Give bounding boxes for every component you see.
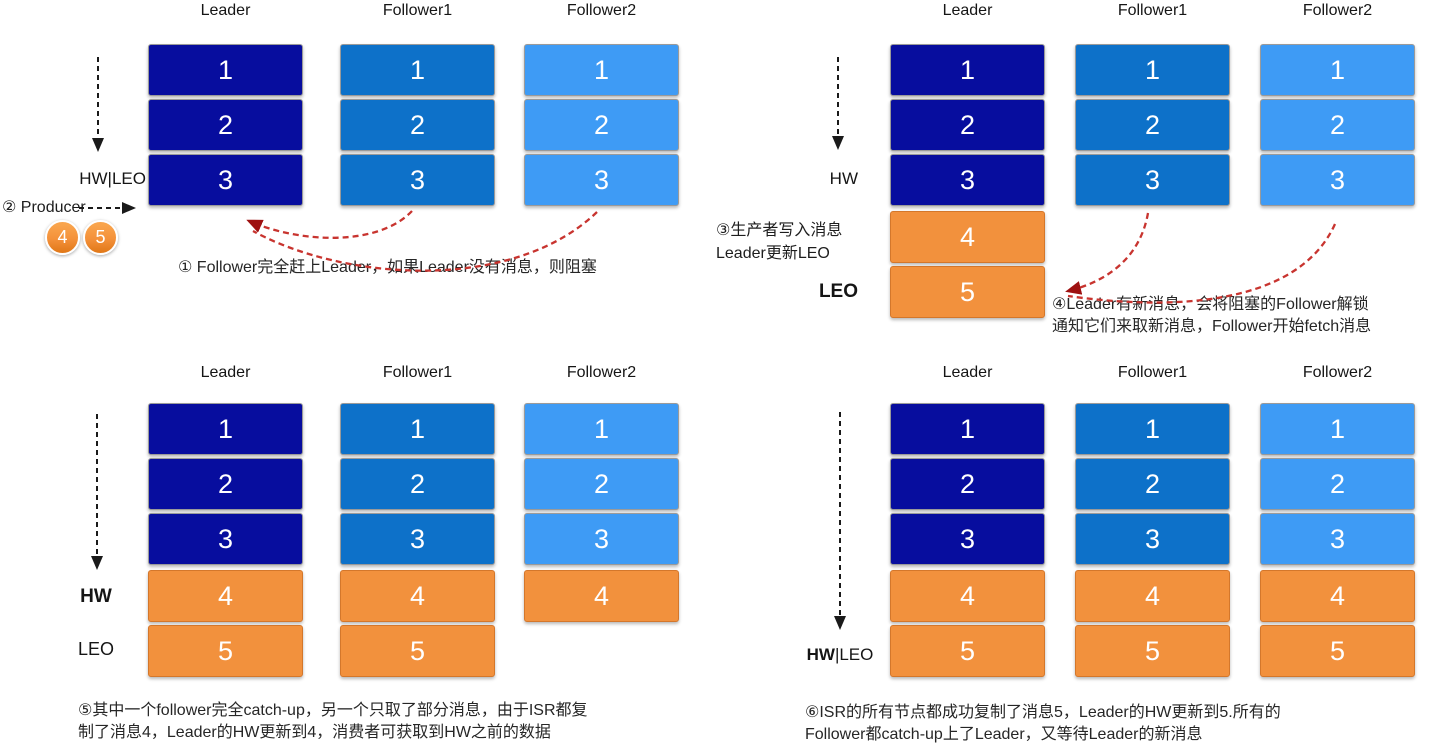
log-block: 2 [1260, 99, 1415, 151]
offset-label-leo: LEO [63, 639, 129, 660]
column-header: Follower2 [566, 2, 637, 19]
log-block: 2 [340, 99, 495, 151]
step-caption-line: Follower都catch-up上了Leader，又等待Leader的新消息 [805, 726, 1203, 743]
log-block: 5 [340, 625, 495, 677]
offset-label-part: HW|LEO [79, 169, 146, 188]
producer-label: ② Producer [2, 199, 86, 216]
log-block: 3 [890, 513, 1045, 565]
log-block: 4 [148, 570, 303, 622]
log-block: 1 [1260, 44, 1415, 96]
column-header: Leader [942, 2, 993, 19]
log-block: 1 [340, 403, 495, 455]
log-block: 3 [148, 513, 303, 565]
offset-label-leo: LEO [770, 281, 858, 303]
log-block: 2 [524, 99, 679, 151]
log-block: 2 [524, 458, 679, 510]
step-caption-line: 通知它们来取新消息，Follower开始fetch消息 [1052, 318, 1372, 335]
log-block: 5 [890, 625, 1045, 677]
step-caption-line: 制了消息4，Leader的HW更新到4，消费者可获取到HW之前的数据 [78, 724, 551, 741]
step-caption: ⑤其中一个follower完全catch-up，另一个只取了部分消息，由于ISR… [78, 700, 588, 744]
step-note: ③生产者写入消息 Leader更新LEO [716, 219, 842, 265]
pending-message-badge: 4 [45, 220, 80, 255]
offset-label-part: HW [806, 645, 835, 664]
log-block: 4 [890, 570, 1045, 622]
column-header: Follower2 [566, 364, 637, 381]
log-block: 1 [890, 44, 1045, 96]
log-block: 4 [890, 211, 1045, 263]
log-block: 4 [1260, 570, 1415, 622]
log-block: 3 [1075, 154, 1230, 206]
offset-label-hw-leo: HW|LEO [46, 169, 146, 189]
log-block: 2 [148, 458, 303, 510]
column-header: Follower1 [1117, 364, 1188, 381]
column-header: Leader [942, 364, 993, 381]
log-block: 3 [1260, 513, 1415, 565]
log-block: 3 [1260, 154, 1415, 206]
log-block: 4 [340, 570, 495, 622]
log-block: 5 [1260, 625, 1415, 677]
log-block: 1 [1260, 403, 1415, 455]
log-block: 1 [1075, 44, 1230, 96]
log-block: 1 [524, 44, 679, 96]
log-block: 2 [1075, 99, 1230, 151]
log-block: 2 [1075, 458, 1230, 510]
log-block: 1 [1075, 403, 1230, 455]
log-block: 4 [524, 570, 679, 622]
log-block: 3 [340, 154, 495, 206]
offset-label-part: HW [80, 586, 112, 607]
log-block: 1 [340, 44, 495, 96]
step-caption: ⑥ISR的所有节点都成功复制了消息5，Leader的HW更新到5.所有的 Foll… [805, 702, 1281, 746]
log-block: 1 [148, 403, 303, 455]
log-block: 3 [1075, 513, 1230, 565]
log-block: 2 [890, 99, 1045, 151]
log-block: 2 [890, 458, 1045, 510]
pending-message-badge: 5 [83, 220, 118, 255]
log-block: 1 [890, 403, 1045, 455]
log-block: 1 [148, 44, 303, 96]
offset-label-hw: HW [63, 586, 129, 608]
log-block: 5 [890, 266, 1045, 318]
log-block: 3 [890, 154, 1045, 206]
column-header: Leader [200, 2, 251, 19]
log-block: 4 [1075, 570, 1230, 622]
offset-label-hw-leo: HW|LEO [788, 645, 892, 665]
column-header: Follower1 [1117, 2, 1188, 19]
log-block: 3 [340, 513, 495, 565]
log-block: 3 [524, 513, 679, 565]
step-caption-line: ⑤其中一个follower完全catch-up，另一个只取了部分消息，由于ISR… [78, 702, 588, 719]
column-header: Follower2 [1302, 364, 1373, 381]
log-block: 2 [340, 458, 495, 510]
log-block: 2 [1260, 458, 1415, 510]
step-note-line: Leader更新LEO [716, 245, 830, 262]
offset-label-part: LEO [818, 281, 858, 302]
step-caption-line: ⑥ISR的所有节点都成功复制了消息5，Leader的HW更新到5.所有的 [805, 704, 1281, 721]
column-header: Follower2 [1302, 2, 1373, 19]
log-block: 5 [148, 625, 303, 677]
offset-label-hw: HW [770, 169, 858, 189]
offset-label-part: LEO [77, 639, 115, 659]
column-header: Follower1 [382, 364, 453, 381]
column-header: Follower1 [382, 2, 453, 19]
offset-label-part: HW [829, 169, 858, 188]
step-note-line: ③生产者写入消息 [716, 222, 843, 239]
log-block: 3 [524, 154, 679, 206]
log-block: 1 [524, 403, 679, 455]
column-header: Leader [200, 364, 251, 381]
log-block: 2 [148, 99, 303, 151]
log-block: 5 [1075, 625, 1230, 677]
log-block: 3 [148, 154, 303, 206]
offset-label-part: |LEO [834, 645, 874, 664]
